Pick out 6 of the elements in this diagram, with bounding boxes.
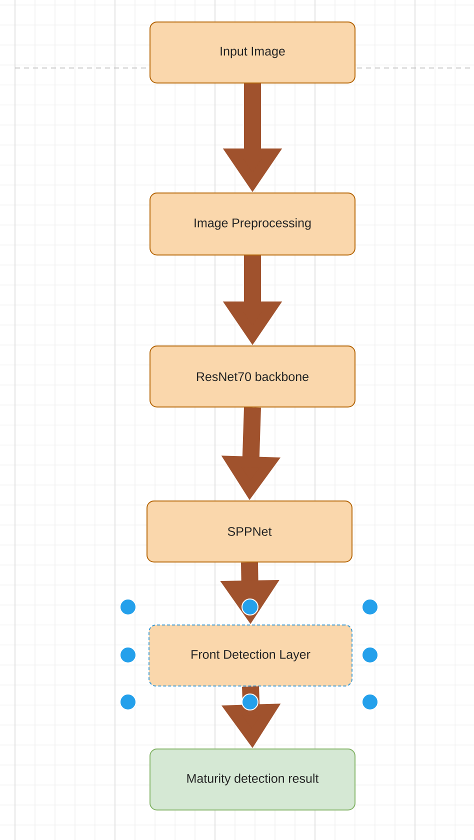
process-box: SPPNet — [146, 500, 352, 562]
process-box: Front Detection Layer — [148, 624, 352, 686]
process-box: Maturity detection result — [150, 748, 356, 810]
process-box: Image Preprocessing — [150, 192, 356, 256]
process-box: Input Image — [150, 22, 356, 84]
process-box: ResNet70 backbone — [150, 346, 356, 408]
